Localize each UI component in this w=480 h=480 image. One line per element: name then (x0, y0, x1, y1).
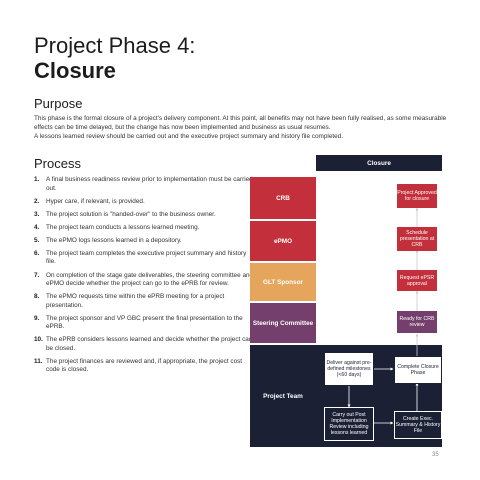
column-header: Closure (316, 155, 442, 171)
step-number: 8. (34, 293, 40, 301)
box-schedule-presentation: Schedule presentation at CRB (397, 227, 437, 251)
step-number: 5. (34, 236, 40, 244)
box-ready-for-crb-review: Ready for CRB review (397, 311, 437, 333)
process-step: 1. A final business readiness review prio… (34, 176, 256, 193)
lane-label-glt-sponsor: GLT Sponsor (250, 263, 316, 301)
box-create-exec-summary: Create Exec. Summary & History File (394, 411, 442, 439)
step-number: 3. (34, 210, 40, 218)
step-number: 2. (34, 197, 40, 205)
lane-label-project-team: Project Team (250, 345, 316, 447)
lane-label-crb: CRB (250, 177, 316, 219)
process-step: 6. The project team completes the executi… (34, 250, 256, 267)
step-text: On completion of the stage gate delivera… (46, 271, 254, 288)
box-request-epsr-approval: Request ePSR approval (397, 270, 437, 291)
lane-label-steering-committee: Steering Committee (250, 303, 316, 343)
page-number: 35 (432, 452, 439, 458)
purpose-heading: Purpose (34, 96, 83, 111)
step-text: The ePMO logs lessons learned in a depos… (46, 236, 182, 244)
process-step: 11.The project finances are reviewed and… (34, 358, 256, 375)
step-number: 7. (34, 271, 40, 279)
process-step: 3. The project solution is "handed-over" … (34, 211, 256, 220)
step-number: 6. (34, 249, 40, 257)
process-step: 8. The ePMO requests time within the ePRB… (34, 293, 256, 310)
process-step: 9. The project sponsor and VP GBC present… (34, 315, 256, 332)
box-complete-closure-phase: Complete Closure Phase (394, 356, 442, 384)
step-text: The project team completes the executive… (46, 249, 247, 266)
process-heading: Process (34, 156, 81, 171)
box-deliver-against-milestones: Deliver against pre-defined milestones (… (324, 352, 374, 386)
step-number: 11. (34, 357, 43, 365)
process-step: 7. On completion of the stage gate delive… (34, 272, 256, 289)
step-text: The project solution is "handed-over" to… (46, 210, 216, 218)
flow-connectors (347, 207, 419, 425)
step-text: A final business readiness review prior … (46, 176, 253, 192)
process-step: 2. Hyper care, if relevant, is provided. (34, 198, 256, 207)
step-text: The ePRB considers lessons learned and d… (46, 336, 253, 352)
step-text: The project sponsor and VP GBC present t… (46, 314, 243, 331)
step-number: 9. (34, 314, 40, 322)
process-step: 10.The ePRB considers lessons learned an… (34, 336, 256, 353)
closure-swimlane-diagram: Closure CRB ePMO GLT Sponsor Steering Co… (250, 155, 442, 447)
step-text: The project finances are reviewed and, i… (46, 357, 243, 374)
step-text: The project team conducts a lessons lear… (46, 223, 200, 231)
box-post-implementation-review: Carry out Post Implementation Review inc… (324, 407, 374, 441)
process-steps-list: 1. A final business readiness review prio… (34, 176, 256, 380)
purpose-paragraph-1: This phase is the formal closure of a pr… (34, 115, 447, 131)
step-text: The ePMO requests time within the ePRB m… (46, 293, 225, 309)
step-number: 4. (34, 223, 40, 231)
page-title-line2: Closure (34, 58, 116, 83)
step-number: 10. (34, 336, 43, 344)
step-text: Hyper care, if relevant, is provided. (46, 197, 145, 205)
box-project-approved-for-closure: Project Approved for closure (397, 184, 437, 208)
page-title-line1: Project Phase 4: (34, 33, 196, 58)
purpose-paragraph-2: A lessons learned review should be carri… (34, 133, 344, 140)
process-step: 4. The project team conducts a lessons le… (34, 224, 256, 233)
purpose-text: This phase is the formal closure of a pr… (34, 114, 452, 141)
process-step: 5. The ePMO logs lessons learned in a dep… (34, 237, 256, 246)
lane-label-epmo: ePMO (250, 221, 316, 261)
step-number: 1. (34, 176, 40, 183)
